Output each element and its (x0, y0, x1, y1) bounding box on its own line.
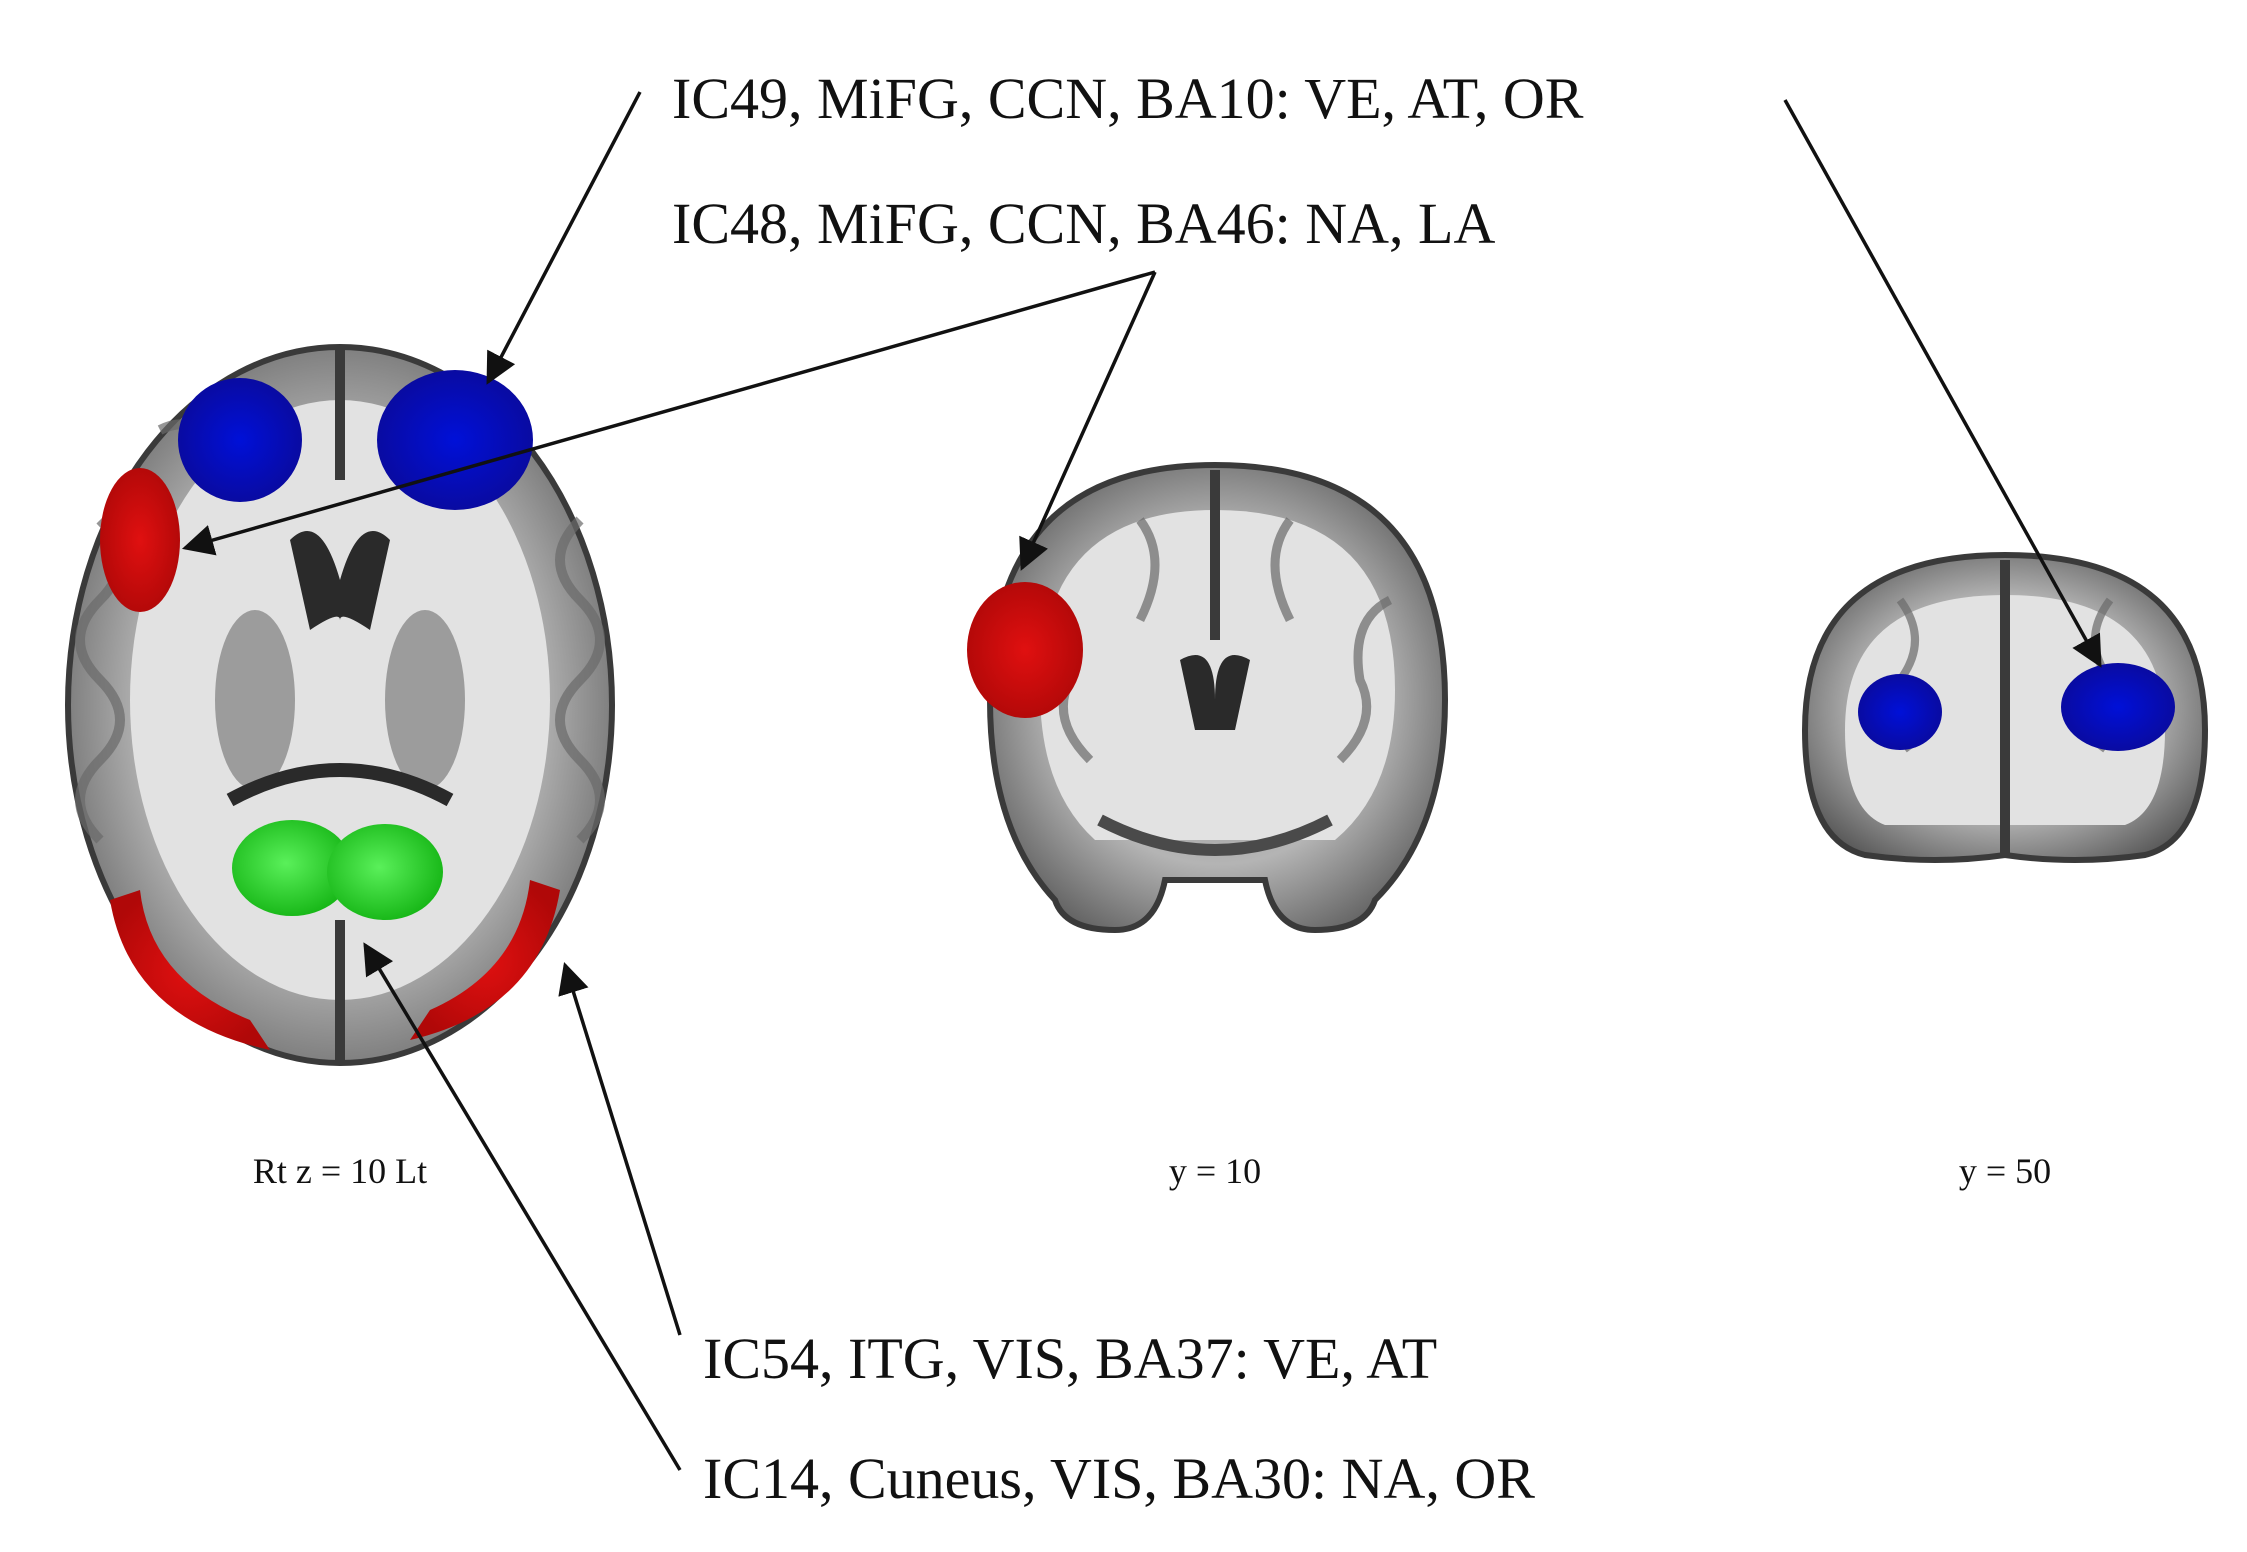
coronal-y50-blue-blob-right (1858, 674, 1942, 750)
axial-slice-label: Rt z = 10 Lt (253, 1151, 427, 1191)
arrow-ic54-axial (558, 961, 682, 1336)
axial-red-blob-occipital-left (410, 880, 560, 1040)
axial-red-blob-occipital-right (110, 890, 270, 1050)
callout-ic54: IC54, ITG, VIS, BA37: VE, AT (703, 1326, 1437, 1391)
axial-blue-blob-left (377, 370, 533, 510)
axial-green-blob-left (327, 824, 443, 920)
arrow-ic48-coronal (1019, 271, 1157, 571)
arrow-ic14-axial (363, 942, 682, 1471)
coronal-y50-blue-blob-left (2061, 663, 2175, 751)
axial-blue-blob-right (178, 378, 302, 502)
coronal-y10-red-blob (967, 582, 1083, 718)
axial-white-matter (130, 400, 550, 1000)
callout-ic14: IC14, Cuneus, VIS, BA30: NA, OR (703, 1446, 1535, 1511)
coronal-slice-y10: y = 10 (967, 461, 1449, 1191)
axial-slice: Rt z = 10 Lt (65, 344, 615, 1191)
callout-ic49: IC49, MiFG, CCN, BA10: VE, AT, OR (672, 66, 1584, 131)
axial-red-blob-frontal (100, 468, 180, 612)
arrow-ic49-coronal (1783, 99, 2102, 668)
arrow-ic49-axial (486, 91, 642, 385)
coronal-y10-ventricles (1180, 655, 1250, 730)
axial-ventricles (290, 531, 390, 630)
axial-green-blob-right (232, 820, 352, 916)
callout-ic48: IC48, MiFG, CCN, BA46: NA, LA (672, 191, 1495, 256)
arrow-ic48-axial (181, 270, 1156, 556)
coronal-slice-y50: y = 50 (1801, 551, 2209, 1191)
coronal-y50-slice-label: y = 50 (1959, 1151, 2051, 1191)
coronal-y10-slice-label: y = 10 (1169, 1151, 1261, 1191)
